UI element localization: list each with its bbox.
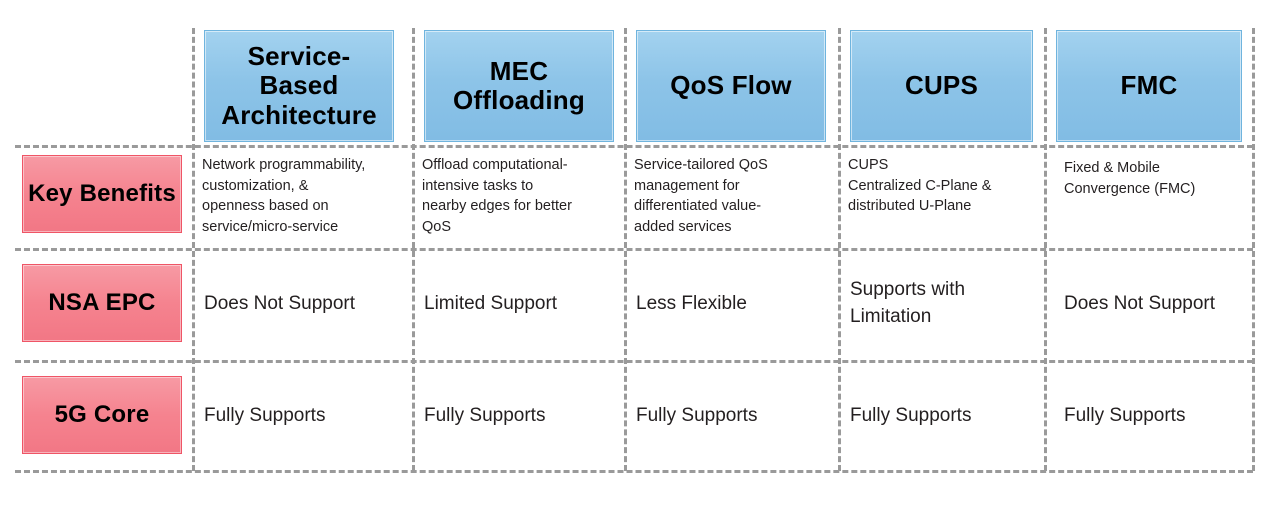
cell-5g-core-service-based-architecture: Fully Supports [204,404,326,426]
cell-nsa-epc-cups: Supports with Limitation [850,279,966,327]
cell-nsa-epc-qos-flow: Less Flexible [636,292,747,314]
row-header-5g-core[interactable]: 5G Core [22,376,182,454]
cell-nsa-epc-service-based-architecture: Does Not Support [204,292,356,314]
column-header-fmc[interactable]: FMC [1056,30,1242,142]
cell-key-benefits-mec-offloading: Offload computational- intensive tasks t… [422,157,572,235]
cell-key-benefits-qos-flow: Service-tailored QoS management for diff… [634,157,768,235]
grid-line-vertical-3 [624,28,627,471]
grid-line-vertical-1 [192,28,195,471]
grid-line-horizontal-bottom [15,470,1253,473]
cell-nsa-epc-fmc: Does Not Support [1064,292,1216,314]
grid-line-vertical-5 [1044,28,1047,471]
column-header-mec-offloading[interactable]: MEC Offloading [424,30,614,142]
grid-line-vertical-2 [412,28,415,471]
table-corner-cell [18,30,188,142]
column-header-service-based-architecture[interactable]: Service- Based Architecture [204,30,394,142]
row-header-key-benefits[interactable]: Key Benefits [22,155,182,233]
column-header-qos-flow[interactable]: QoS Flow [636,30,826,142]
cell-nsa-epc-mec-offloading: Limited Support [424,292,558,314]
cell-key-benefits-fmc: Fixed & Mobile Convergence (FMC) [1064,160,1196,197]
grid-line-horizontal-header [15,145,1253,148]
cell-5g-core-qos-flow: Fully Supports [636,404,758,426]
cell-5g-core-cups: Fully Supports [850,404,972,426]
cell-5g-core-mec-offloading: Fully Supports [424,404,546,426]
grid-line-vertical-4 [838,28,841,471]
grid-line-horizontal-row2 [15,360,1253,363]
cell-5g-core-fmc: Fully Supports [1064,404,1186,426]
column-header-cups[interactable]: CUPS [850,30,1033,142]
grid-line-horizontal-row1 [15,248,1253,251]
cell-key-benefits-service-based-architecture: Network programmability, customization, … [202,157,366,235]
grid-line-vertical-6 [1252,28,1255,471]
cell-key-benefits-cups: CUPS Centralized C-Plane & distributed U… [848,157,992,215]
row-header-nsa-epc[interactable]: NSA EPC [22,264,182,342]
